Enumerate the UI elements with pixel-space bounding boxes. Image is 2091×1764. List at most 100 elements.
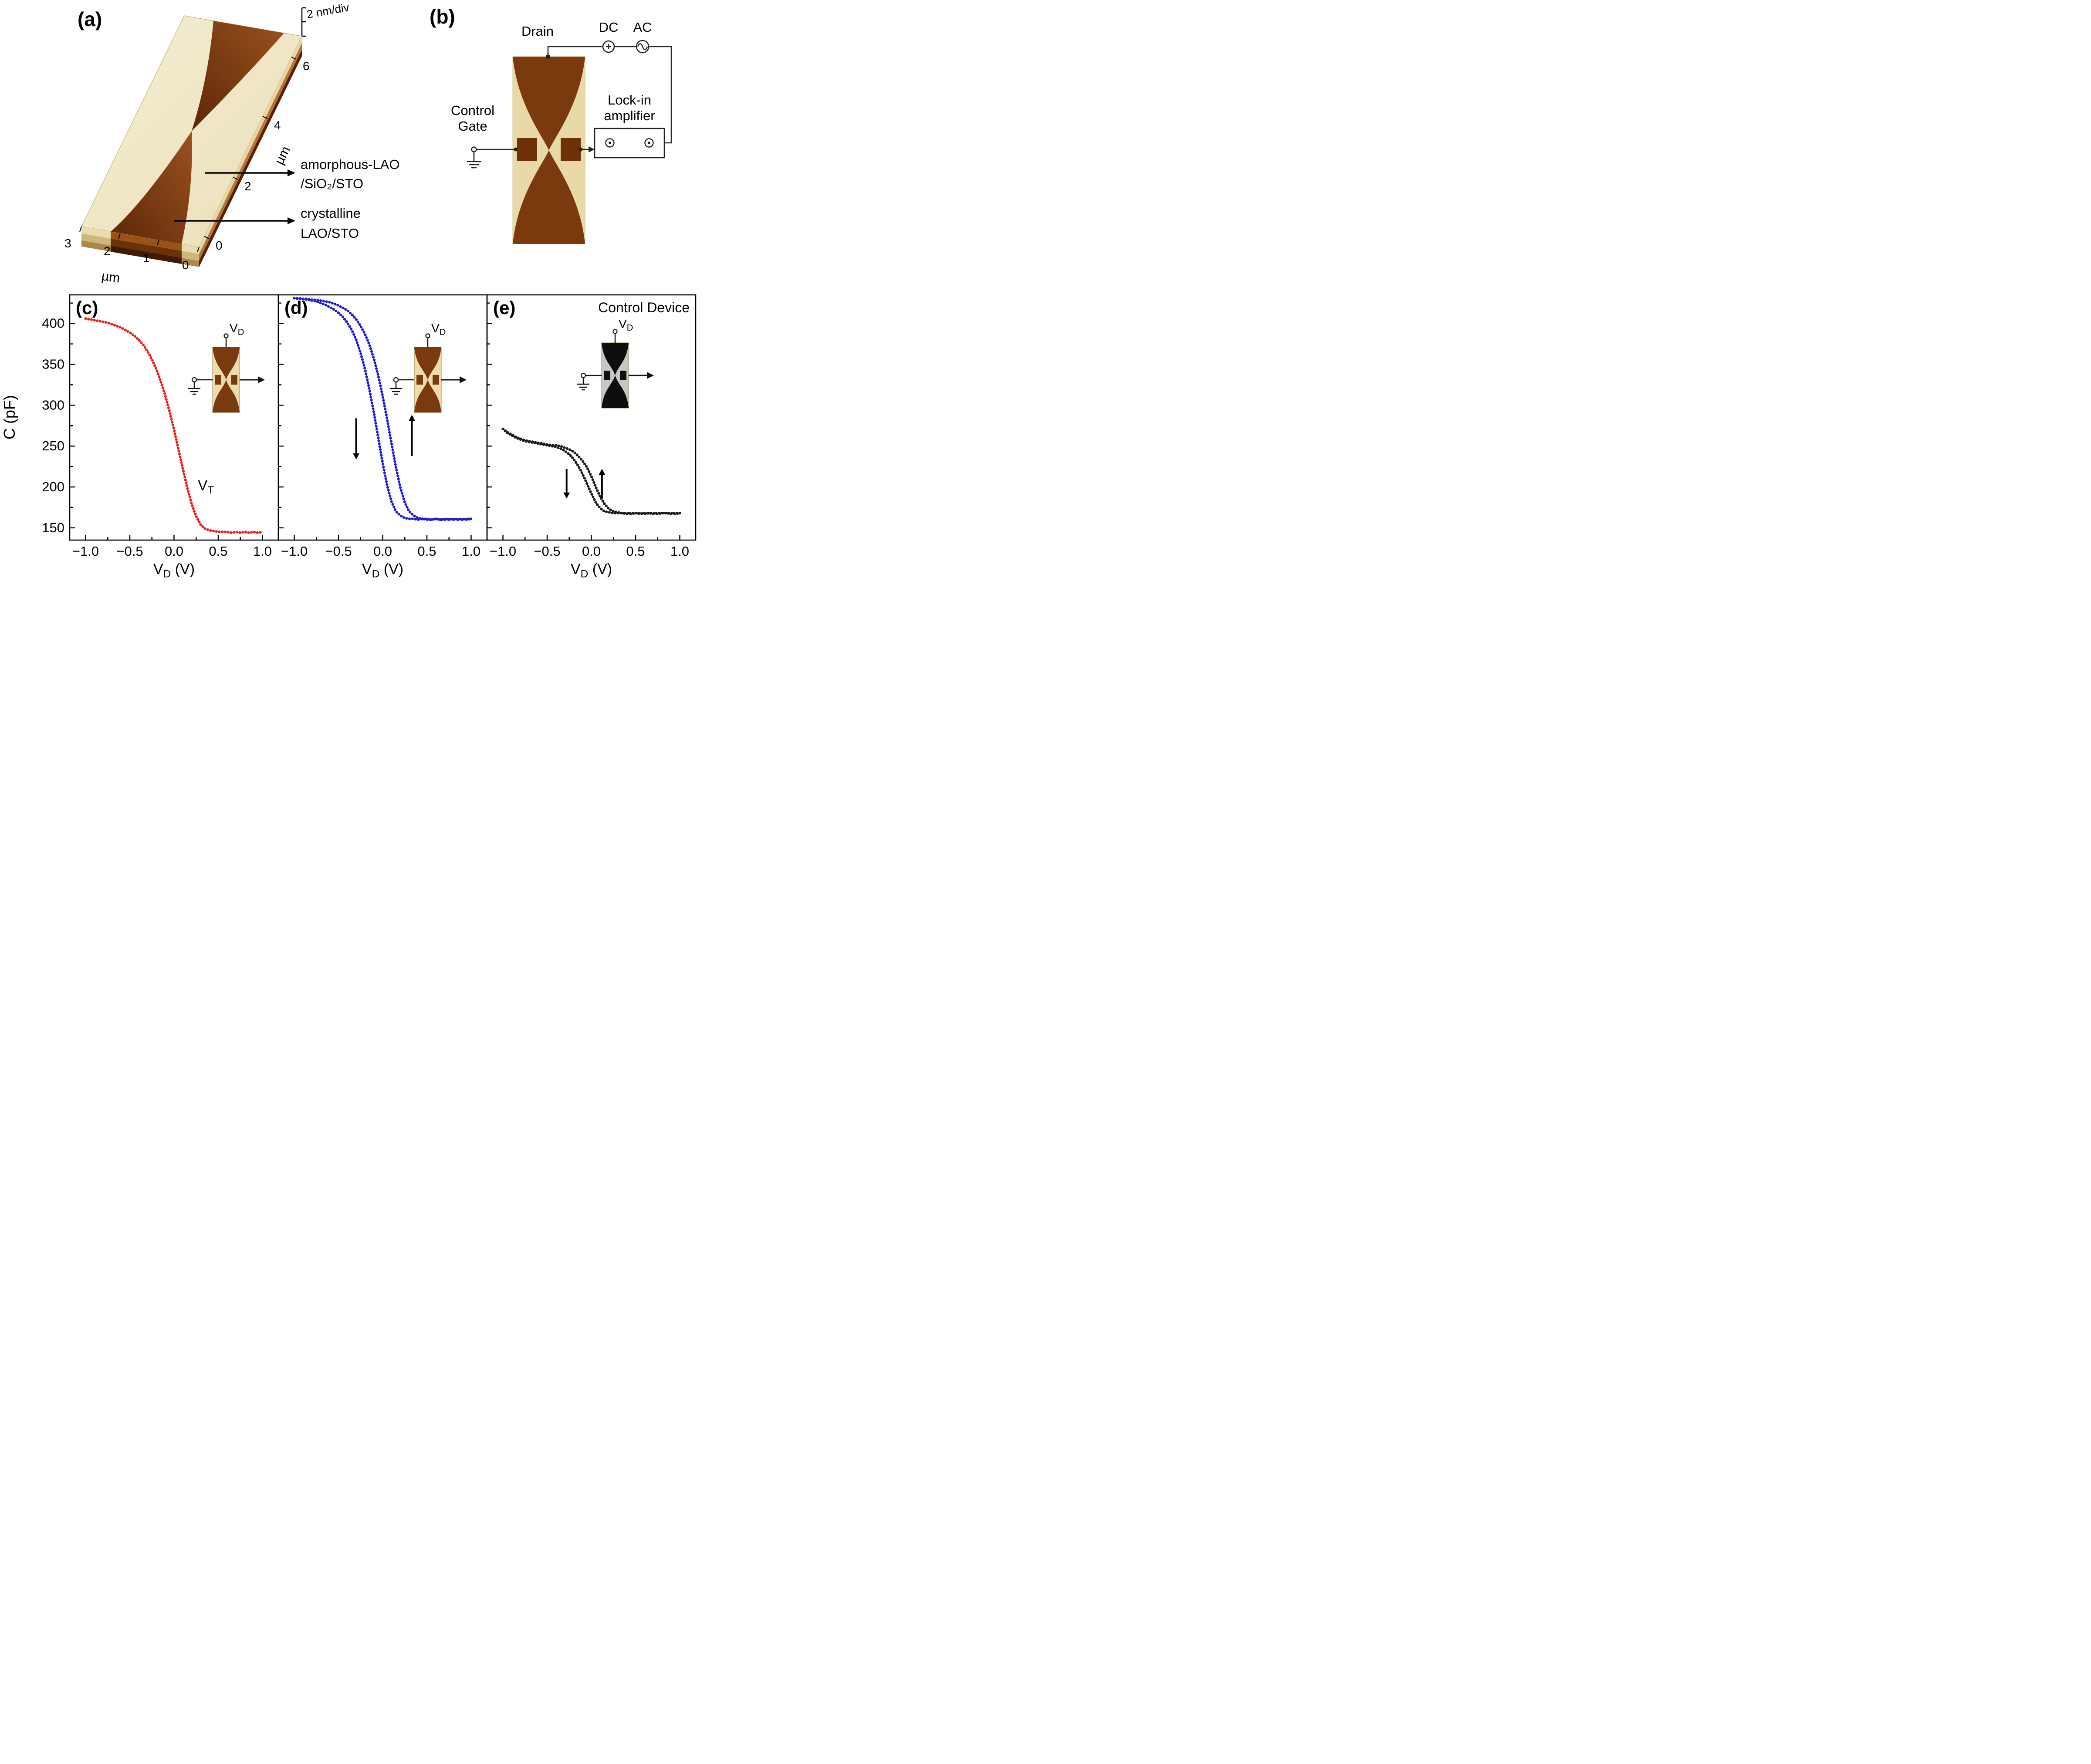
z-axis-label: 2 nm/div [306, 0, 350, 21]
amorphous-arrow-icon [205, 169, 295, 176]
svg-text:0.5: 0.5 [626, 544, 645, 559]
signal-arrow-icon [589, 146, 595, 152]
lockin-label-line1: Lock-in [608, 92, 651, 108]
amorphous-label-line1: amorphous-LAO [301, 157, 399, 172]
axis-ticks [487, 302, 680, 540]
lockin-label-line2: amplifier [604, 108, 655, 123]
panel-b-schematic: Drain DC AC Control Gate Lock-in amplifi… [430, 5, 672, 244]
z-axis [301, 7, 306, 37]
device-right-gate [561, 138, 581, 161]
svg-text:VD (V): VD (V) [153, 561, 195, 580]
series-dots [501, 427, 679, 515]
contact-junction-dot [579, 147, 583, 152]
crystalline-label-line1: crystalline [301, 206, 361, 221]
width-tick-1: 1 [143, 251, 150, 265]
figure-page: 2 nm/div 0 2 4 6 µm 3 2 1 0 µm amorpho [0, 0, 697, 588]
svg-text:Control Device: Control Device [598, 300, 690, 315]
svg-text:(c): (c) [76, 297, 98, 318]
width-tick-0: 0 [182, 258, 189, 272]
svg-text:−0.5: −0.5 [325, 544, 352, 559]
svg-text:VD: VD [230, 321, 244, 337]
afm-front-face [81, 226, 199, 267]
device-hourglass-bottom [513, 150, 585, 244]
device-hourglass-top [513, 57, 585, 150]
axis-ticks [278, 302, 472, 540]
depth-tick-6: 6 [303, 59, 310, 73]
width-axis-ticks [79, 226, 200, 253]
svg-text:200: 200 [42, 479, 64, 494]
series-group [84, 317, 263, 534]
svg-text:VT: VT [198, 477, 214, 496]
device-afm-image [512, 56, 585, 244]
depth-tick-4: 4 [274, 118, 281, 132]
schematic-wires [477, 46, 672, 150]
shared-y-axis-label: C (pF) [0, 395, 18, 439]
svg-text:1.0: 1.0 [253, 544, 272, 559]
svg-text:−1.0: −1.0 [281, 544, 308, 559]
svg-text:150: 150 [42, 520, 64, 535]
svg-text:VD (V): VD (V) [571, 561, 612, 580]
drain-junction-dot [546, 54, 550, 59]
series-group [293, 297, 473, 521]
svg-text:250: 250 [42, 438, 64, 453]
series-group [501, 427, 681, 515]
ac-label: AC [633, 20, 652, 35]
svg-text:0.0: 0.0 [373, 544, 392, 559]
crystalline-arrow-icon [174, 217, 295, 224]
svg-text:−1.0: −1.0 [72, 544, 99, 559]
control-label-line2: Gate [458, 118, 487, 134]
axis-ticks [70, 302, 263, 540]
depth-tick-0: 0 [216, 239, 223, 252]
cv-charts: C (pF) −1.0 −0.5 0.0 0.5 1.0 150 200 250 300 350 4… [0, 294, 697, 580]
depth-axis-ticks [204, 57, 297, 239]
series-dots [293, 297, 471, 521]
svg-text:0.0: 0.0 [582, 544, 601, 559]
afm-canyon-front-wedge [111, 131, 192, 244]
svg-text:VD (V): VD (V) [362, 561, 403, 580]
chart-e: −1.0 −0.5 0.0 0.5 1.0 VD (e) Control Device VD (… [486, 294, 697, 580]
svg-text:−0.5: −0.5 [116, 544, 143, 559]
svg-text:VD: VD [431, 321, 446, 337]
control-label-line1: Control [451, 103, 494, 118]
svg-text:0.5: 0.5 [417, 544, 436, 559]
dc-label: DC [599, 20, 619, 35]
device-inset: VD [188, 321, 265, 413]
svg-text:(e): (e) [493, 297, 515, 318]
dc-source-icon [602, 40, 615, 53]
svg-text:(d): (d) [284, 297, 308, 318]
depth-axis-unit: µm [272, 144, 293, 167]
svg-text:0.0: 0.0 [165, 544, 183, 559]
control-gate-terminal [471, 146, 477, 152]
svg-text:VD: VD [619, 317, 633, 333]
width-axis-unit: µm [101, 269, 121, 286]
width-tick-3: 3 [64, 237, 71, 250]
series-dots [84, 317, 262, 534]
lockin-amplifier-box [594, 128, 665, 159]
afm-right-face [199, 36, 302, 267]
crystalline-label-line2: LAO/STO [301, 226, 359, 241]
panel-b-label: (b) [430, 5, 455, 28]
svg-text:350: 350 [42, 357, 64, 372]
panel-a-afm-3d: 2 nm/div 0 2 4 6 µm 3 2 1 0 µm amorpho [64, 0, 399, 286]
svg-text:−1.0: −1.0 [490, 544, 516, 559]
ground-icon [467, 152, 481, 169]
device-inset: VD [390, 321, 467, 413]
drain-label: Drain [521, 24, 554, 39]
svg-text:300: 300 [42, 397, 64, 412]
amorphous-label-line2: /SiO₂/STO [301, 176, 363, 191]
afm-canyon-back-wedge [192, 21, 284, 131]
svg-text:400: 400 [42, 316, 64, 331]
chart-d: −1.0 −0.5 0.0 0.5 1.0 VD (d) VD (V) [277, 294, 488, 580]
panel-a-label: (a) [78, 8, 102, 30]
depth-tick-2: 2 [244, 179, 251, 193]
svg-text:1.0: 1.0 [670, 544, 689, 559]
svg-text:0.5: 0.5 [209, 544, 227, 559]
svg-text:1.0: 1.0 [462, 544, 480, 559]
ac-source-icon [636, 40, 650, 54]
device-left-gate [517, 138, 537, 161]
width-tick-2: 2 [104, 244, 111, 258]
svg-text:−0.5: −0.5 [534, 544, 560, 559]
device-inset: VD [577, 317, 654, 409]
gate-junction-dot [514, 147, 518, 152]
